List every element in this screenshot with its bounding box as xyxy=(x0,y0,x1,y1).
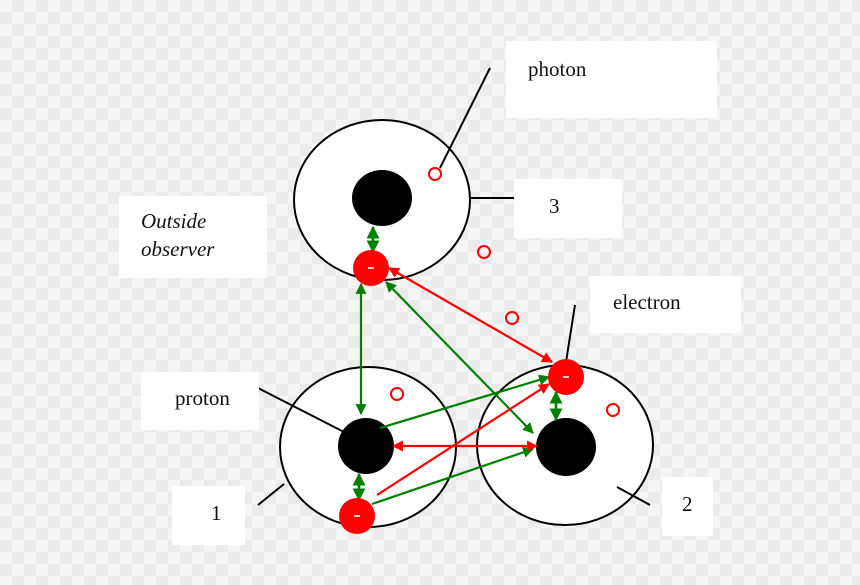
photon-marker-5 xyxy=(606,403,620,417)
green-arrow-p2-e1 xyxy=(371,446,535,506)
red-arrow-e2-e1 xyxy=(376,383,550,496)
photon-marker-3 xyxy=(505,311,519,325)
atom1-pointer-line xyxy=(257,483,285,506)
green-arrow-e2-p1 xyxy=(379,374,551,430)
proton-label: proton xyxy=(141,372,259,430)
atom-1-label-text: 1 xyxy=(211,501,222,525)
electron-label: electron xyxy=(590,276,741,333)
electron-pointer-line xyxy=(565,304,576,363)
red-arrow-e3-e2 xyxy=(388,267,553,363)
photon-marker-2 xyxy=(477,245,491,259)
atom-2-label: 2 xyxy=(662,477,713,536)
atom-3-label: 3 xyxy=(514,179,622,238)
outside-observer-line2: observer xyxy=(141,237,215,261)
photon-label: photon xyxy=(506,41,717,118)
nucleus-2 xyxy=(536,418,596,476)
outside-observer-label: Outside observer xyxy=(119,196,267,278)
atom-2-label-text: 2 xyxy=(682,492,693,516)
atom2-pointer-line xyxy=(616,486,651,506)
photon-marker-1 xyxy=(428,167,442,181)
electron-label-text: electron xyxy=(613,290,681,314)
proton-label-text: proton xyxy=(175,386,230,410)
outside-observer-line1: Outside xyxy=(141,209,207,233)
nucleus-1 xyxy=(338,418,394,474)
photon-label-text: photon xyxy=(528,57,587,81)
atom-1-label: 1 xyxy=(172,486,245,545)
photon-marker-4 xyxy=(390,387,404,401)
photon-pointer-line xyxy=(439,67,491,169)
nucleus-3 xyxy=(352,170,412,226)
atom-3-label-text: 3 xyxy=(549,194,560,218)
proton-pointer-line xyxy=(257,387,345,433)
